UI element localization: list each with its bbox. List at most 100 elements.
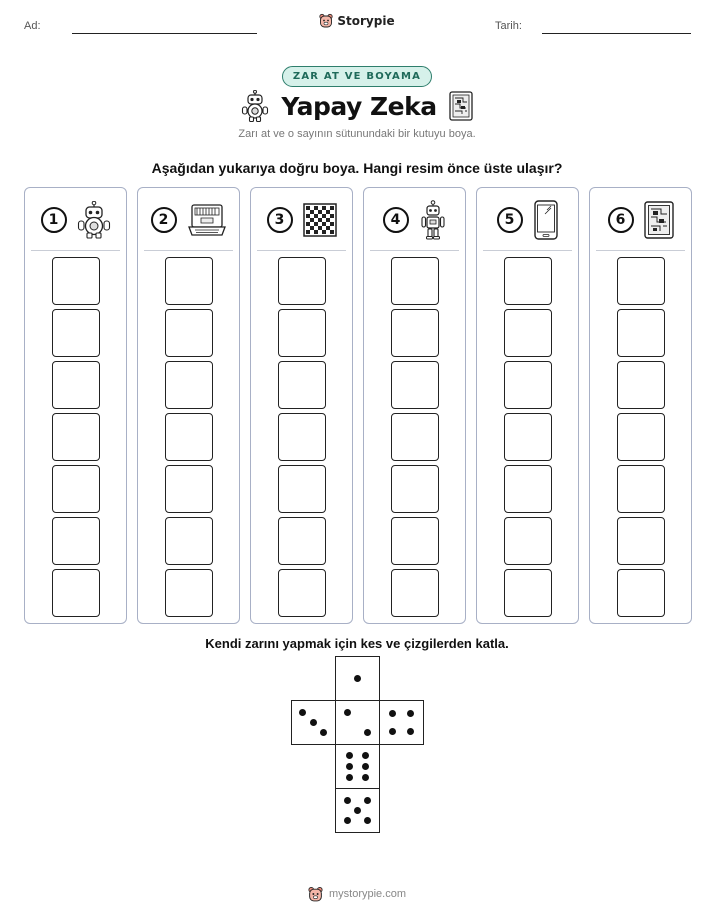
- dice-pip: [362, 774, 369, 781]
- dice-pip: [344, 817, 351, 824]
- dice-pip: [344, 797, 351, 804]
- column-number: 4: [382, 207, 409, 233]
- date-line[interactable]: [542, 33, 691, 34]
- dice-pip: [389, 710, 396, 717]
- color-box[interactable]: [616, 413, 665, 461]
- dice-pip: [354, 807, 361, 814]
- dice-pip: [407, 710, 414, 717]
- color-box[interactable]: [390, 517, 439, 565]
- footer-url[interactable]: mystorypie.com: [328, 888, 407, 900]
- dice-instruction: Kendi zarını yapmak için kes ve çizgiler…: [205, 636, 509, 651]
- box-stack: [364, 257, 465, 617]
- columns-grid: 1: [24, 187, 692, 624]
- color-box[interactable]: [164, 517, 213, 565]
- computer-icon: [187, 204, 226, 236]
- color-box[interactable]: [616, 309, 665, 357]
- activity-badge: ZAR AT VE BOYAMA: [281, 66, 433, 87]
- name-line[interactable]: [72, 33, 257, 34]
- color-box[interactable]: [164, 465, 213, 513]
- dice-face-2: [335, 700, 380, 745]
- color-box[interactable]: [277, 465, 326, 513]
- robot-icon: [242, 90, 269, 122]
- color-box[interactable]: [277, 569, 326, 617]
- box-stack: [251, 257, 352, 617]
- color-box[interactable]: [51, 413, 100, 461]
- standing-robot-icon: [420, 200, 445, 240]
- dice-pip: [299, 709, 306, 716]
- dice-pip: [310, 719, 317, 726]
- column-3: 3: [250, 187, 353, 624]
- column-number: 1: [40, 207, 67, 233]
- color-box[interactable]: [51, 361, 100, 409]
- color-box[interactable]: [503, 309, 552, 357]
- color-box[interactable]: [616, 517, 665, 565]
- color-box[interactable]: [164, 569, 213, 617]
- dice-pip: [364, 729, 371, 736]
- logo: Storypie: [0, 13, 714, 28]
- dice-pip: [354, 675, 361, 682]
- column-2: 2: [137, 187, 240, 624]
- column-number: 5: [496, 207, 523, 233]
- color-box[interactable]: [390, 413, 439, 461]
- color-box[interactable]: [503, 569, 552, 617]
- color-box[interactable]: [277, 257, 326, 305]
- color-box[interactable]: [390, 257, 439, 305]
- color-box[interactable]: [390, 465, 439, 513]
- footer: mystorypie.com: [0, 886, 714, 902]
- color-box[interactable]: [616, 257, 665, 305]
- box-stack: [25, 257, 126, 617]
- color-box[interactable]: [503, 517, 552, 565]
- column-number: 2: [150, 207, 177, 233]
- color-box[interactable]: [277, 517, 326, 565]
- color-box[interactable]: [390, 569, 439, 617]
- color-box[interactable]: [277, 413, 326, 461]
- color-box[interactable]: [503, 361, 552, 409]
- color-box[interactable]: [277, 361, 326, 409]
- color-box[interactable]: [277, 309, 326, 357]
- color-box[interactable]: [390, 309, 439, 357]
- color-box[interactable]: [390, 361, 439, 409]
- box-stack: [590, 257, 691, 617]
- dice-face-1: [335, 656, 380, 701]
- color-box[interactable]: [164, 361, 213, 409]
- box-stack: [138, 257, 239, 617]
- color-box[interactable]: [616, 361, 665, 409]
- page-title: Yapay Zeka: [281, 91, 437, 121]
- color-box[interactable]: [616, 465, 665, 513]
- date-label: Tarih:: [495, 20, 522, 32]
- checkerboard-icon: [302, 203, 337, 237]
- dice-face-4: [379, 700, 424, 745]
- name-label: Ad:: [24, 20, 41, 32]
- color-box[interactable]: [164, 257, 213, 305]
- dice-pip: [346, 763, 353, 770]
- title-row: Yapay Zeka: [0, 90, 714, 122]
- color-box[interactable]: [164, 413, 213, 461]
- dice-pip: [364, 817, 371, 824]
- dice-pip: [320, 729, 327, 736]
- dice-face-6: [335, 744, 380, 789]
- column-5: 5: [476, 187, 579, 624]
- dice-pip: [364, 797, 371, 804]
- instruction: Aşağıdan yukarıya doğru boya. Hangi resi…: [151, 160, 563, 176]
- color-box[interactable]: [503, 413, 552, 461]
- dice-pip: [346, 774, 353, 781]
- box-stack: [477, 257, 578, 617]
- color-box[interactable]: [51, 309, 100, 357]
- color-box[interactable]: [616, 569, 665, 617]
- bear-logo-icon: [319, 13, 333, 28]
- smartphone-icon: [533, 200, 558, 240]
- color-box[interactable]: [503, 465, 552, 513]
- dice-pip: [389, 728, 396, 735]
- color-box[interactable]: [164, 309, 213, 357]
- logo-text: Storypie: [337, 13, 395, 28]
- dice-pip: [362, 763, 369, 770]
- color-box[interactable]: [51, 517, 100, 565]
- round-robot-icon: [77, 201, 110, 239]
- color-box[interactable]: [51, 257, 100, 305]
- color-box[interactable]: [503, 257, 552, 305]
- column-number: 6: [607, 207, 634, 233]
- color-box[interactable]: [51, 465, 100, 513]
- dice-face-5: [335, 788, 380, 833]
- dice-pip: [346, 752, 353, 759]
- color-box[interactable]: [51, 569, 100, 617]
